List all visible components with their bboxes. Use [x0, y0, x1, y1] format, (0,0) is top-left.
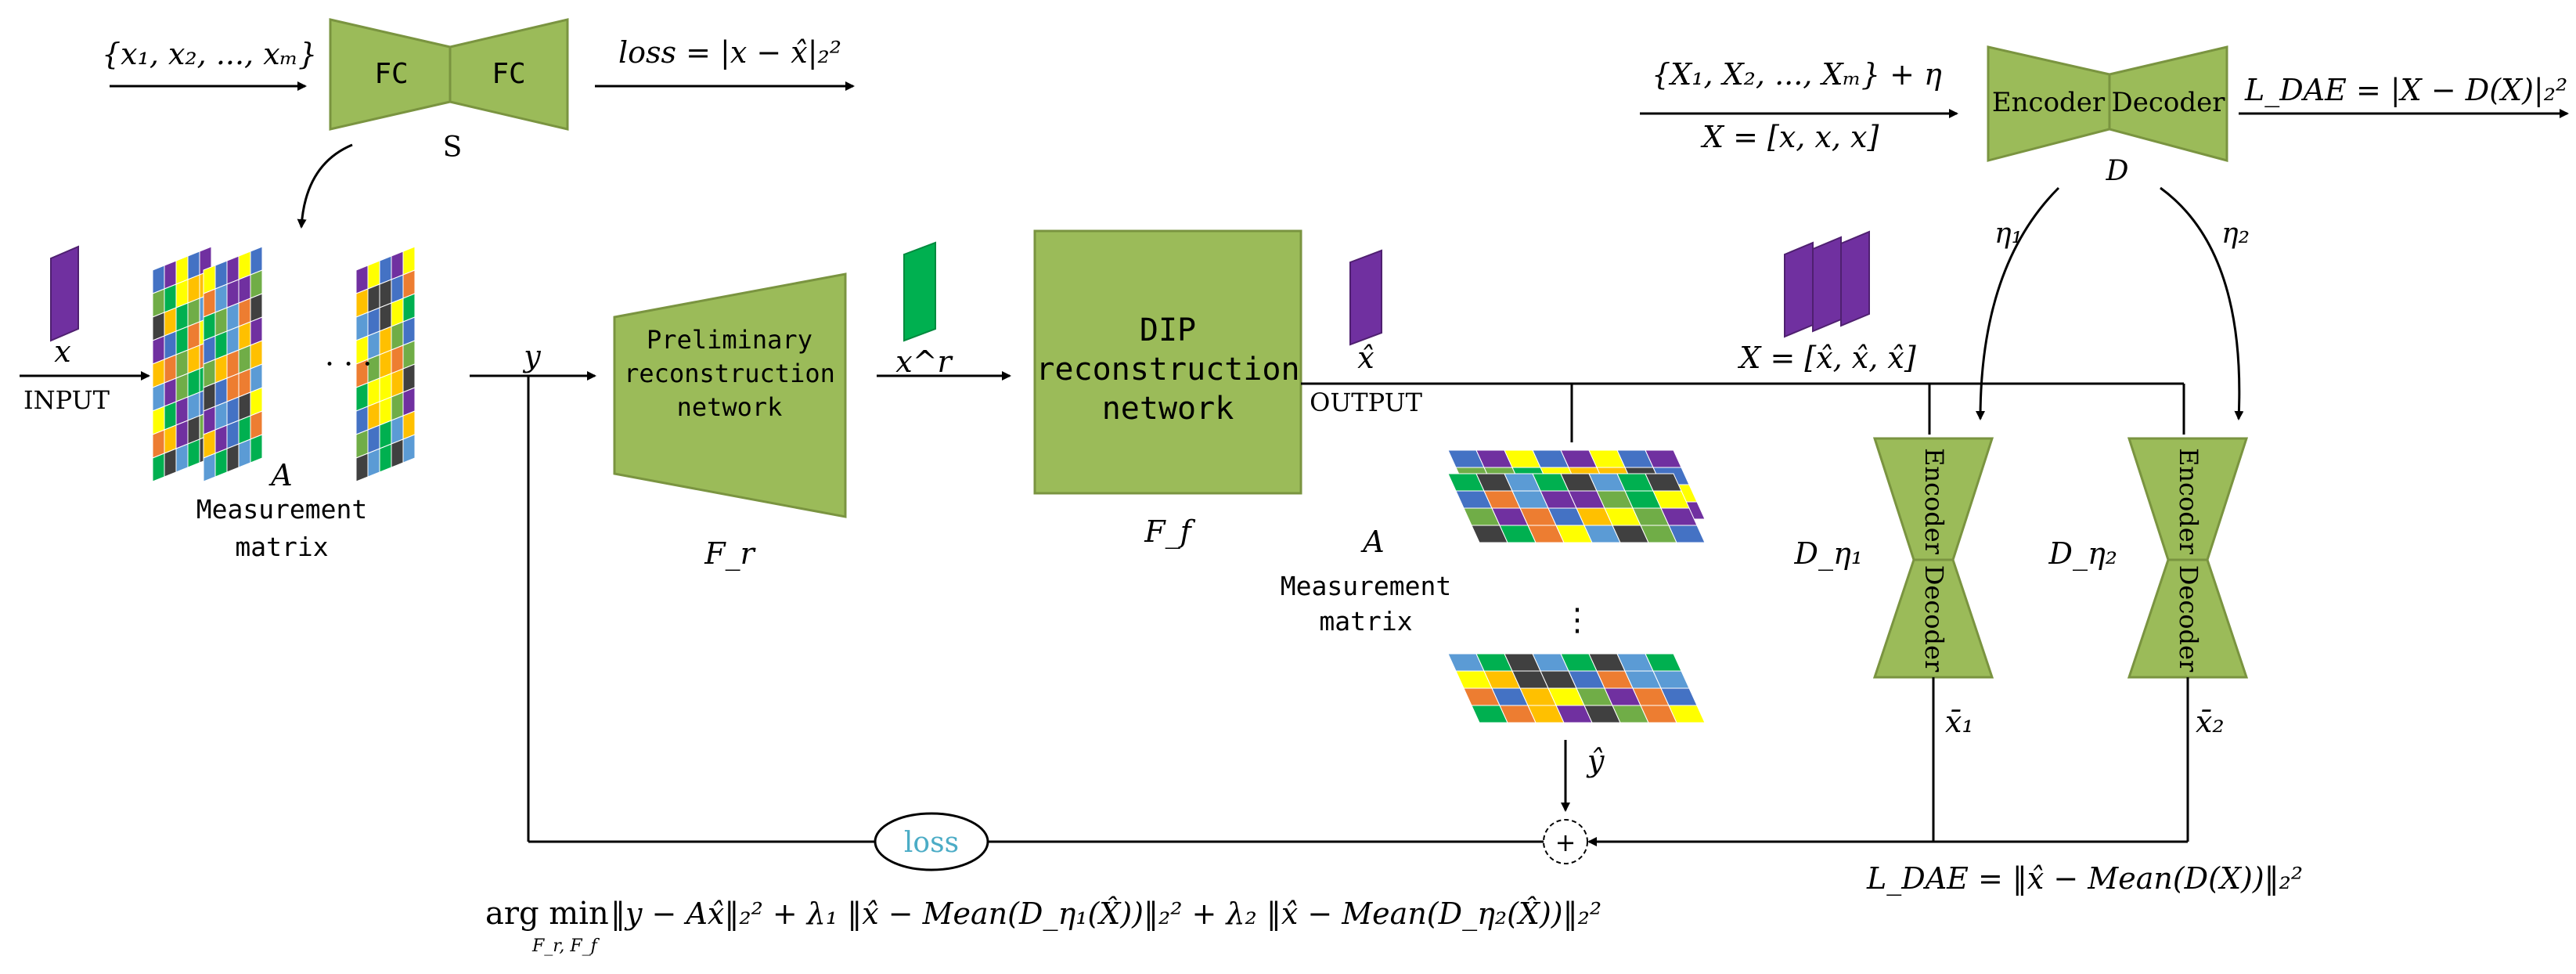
- dae-decoder-label: Decoder: [2111, 87, 2225, 118]
- objective-expression: ‖y − Ax̂‖₂² + λ₁ ‖x̂ − Mean(D_η₁(X̂))‖₂²…: [611, 896, 1601, 932]
- d-eta2-encoder-label: Encoder: [2174, 448, 2203, 555]
- eta1-label: η₁: [1994, 218, 2023, 250]
- s-right-fc-block: [449, 18, 569, 131]
- matrix-cell: [203, 453, 216, 482]
- matrix-cell: [402, 434, 416, 464]
- input-symbol: x: [54, 334, 70, 369]
- yhat-label: ŷ: [1586, 744, 1605, 778]
- measurement2-symbol: A: [1360, 525, 1384, 559]
- dip-label-line2: reconstruction: [1036, 352, 1299, 388]
- d-eta1-output-label: x̄₁: [1945, 705, 1974, 739]
- objective-argmin: arg min: [485, 896, 609, 932]
- dip-network-block: [1033, 229, 1302, 495]
- dae-name: D: [2106, 155, 2129, 187]
- dae-input-line1: {X₁, X₂, ..., Xₘ} + η: [1652, 57, 1942, 92]
- d-eta1-decoder-label: Decoder: [1919, 565, 1949, 673]
- loss-label: loss: [904, 827, 959, 859]
- preliminary-label-line1: Preliminary: [647, 325, 812, 355]
- output-symbol: x̂: [1357, 341, 1374, 375]
- measurement-matrix-stack: [152, 246, 416, 482]
- output-signal-icon: [1349, 249, 1382, 346]
- matrix-cell: [1668, 525, 1706, 543]
- objective-subscript: F_r, F_f: [531, 936, 600, 956]
- preliminary-name: F_r: [704, 536, 756, 572]
- xhat-stack-icon: [1784, 230, 1870, 338]
- matrix-cell: [187, 438, 200, 468]
- s-right-fc-label: FC: [492, 58, 525, 90]
- xhat-stack-label: X = [x̂, x̂, x̂]: [1737, 341, 1915, 375]
- matrix-cell: [391, 438, 404, 468]
- matrix-cell: [367, 448, 380, 478]
- dip-name: F_f: [1144, 514, 1195, 550]
- measurement-matrix-2-stack: [1447, 449, 1706, 723]
- matrix-cell: [238, 438, 251, 468]
- measurement2-label-line1: Measurement: [1281, 571, 1452, 601]
- eta2-arrow: [2160, 186, 2244, 420]
- dae-loss-formula: L_DAE = |X − D(X)|₂²: [2244, 73, 2567, 108]
- d-eta2-name: D_η₂: [2048, 536, 2117, 572]
- dip-label-line3: network: [1102, 391, 1234, 427]
- matrix-cell: [214, 448, 228, 478]
- measurement2-label-line2: matrix: [1319, 606, 1412, 637]
- matrix-cell: [250, 434, 263, 464]
- dae-decoder-block: [2108, 45, 2228, 162]
- matrix-cell: [1668, 705, 1706, 723]
- s-input-label: {x₁, x₂, ..., xₘ}: [102, 37, 317, 71]
- d-eta2-decoder-block: [2127, 558, 2249, 679]
- eta1-arrow: [1976, 186, 2060, 420]
- dae-encoder-label: Encoder: [1992, 87, 2106, 118]
- matrix-cell: [379, 443, 392, 473]
- l-dae-bottom-formula: L_DAE = ‖x̂ − Mean(D(X))‖₂²: [1866, 861, 2303, 896]
- measurement-symbol: A: [268, 458, 292, 492]
- measurement-dots: · · ·: [325, 347, 372, 381]
- input-label: INPUT: [23, 385, 110, 415]
- d-eta2-decoder-label: Decoder: [2174, 565, 2203, 673]
- measurement2-dots: ⋮: [1562, 602, 1593, 638]
- input-signal-icon: [50, 245, 79, 342]
- d-eta2-output-label: x̄₂: [2196, 705, 2225, 739]
- d-eta1-name: D_η₁: [1794, 536, 1863, 572]
- d-eta1-encoder-label: Encoder: [1919, 448, 1949, 555]
- sum-symbol: +: [1555, 828, 1576, 857]
- measurement-label-line2: matrix: [235, 532, 328, 562]
- d-eta1-decoder-block: [1872, 558, 1994, 679]
- s-loss-formula: loss = |x − x̂|₂²: [618, 35, 841, 70]
- output-label: OUTPUT: [1310, 388, 1422, 417]
- s-left-fc-label: FC: [374, 58, 408, 90]
- preliminary-label-line3: network: [677, 392, 783, 422]
- preliminary-label-line2: reconstruction: [624, 359, 835, 388]
- y-label: y: [522, 339, 541, 373]
- s-to-matrix-arrow: [297, 143, 353, 229]
- matrix-cell: [226, 443, 240, 473]
- matrix-cell: [152, 453, 165, 482]
- dip-label-line1: DIP: [1140, 312, 1196, 348]
- s-name: S: [443, 132, 463, 164]
- xr-label: x^r: [895, 345, 953, 379]
- matrix-cell: [175, 443, 189, 473]
- preliminary-network-block: [613, 272, 847, 518]
- dae-input-line2: X = [x, x, x]: [1700, 120, 1879, 154]
- eta2-label: η₂: [2221, 218, 2250, 250]
- xr-signal-icon: [903, 241, 936, 342]
- matrix-cell: [355, 453, 369, 482]
- matrix-cell: [164, 448, 177, 478]
- sum-node: [1543, 819, 1588, 864]
- measurement-label-line1: Measurement: [196, 494, 368, 525]
